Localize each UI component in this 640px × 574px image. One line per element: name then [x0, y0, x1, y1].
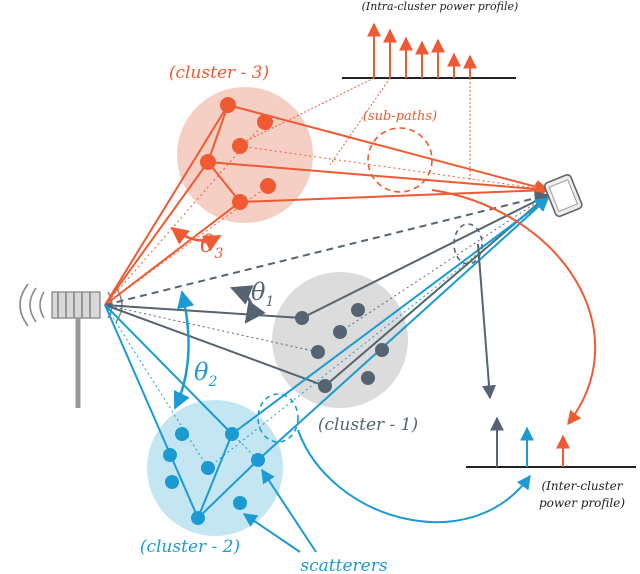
theta-2-arc — [173, 290, 195, 410]
cluster-3-label: (cluster - 3) — [169, 63, 269, 83]
intra-profile-plot — [342, 22, 516, 79]
theta-3-arc — [170, 226, 222, 252]
scatterer — [318, 379, 332, 393]
scatterer — [233, 496, 247, 510]
scatterer — [257, 114, 273, 130]
scatterer — [375, 343, 389, 357]
theta-3-label: θ3 — [200, 230, 223, 262]
scatterer — [260, 178, 276, 194]
cluster-3-region — [177, 87, 313, 223]
scatterer — [232, 138, 248, 154]
scatterer — [200, 154, 216, 170]
cluster-1-ring — [453, 223, 483, 265]
sub-paths-label: (sub-paths) — [363, 109, 437, 124]
scatterers-label: scatterers — [300, 556, 387, 574]
theta-1-label: θ1 — [251, 278, 274, 310]
scatterer — [165, 475, 179, 489]
scatterer — [191, 511, 205, 525]
scatterer — [351, 303, 365, 317]
scatterer — [225, 427, 239, 441]
mobile-phone-icon — [543, 174, 583, 218]
scatterer — [175, 427, 189, 441]
theta-1-arc — [230, 285, 266, 324]
cluster-1-label: (cluster - 1) — [318, 415, 418, 435]
sub-path-guides — [237, 77, 471, 180]
scatterer — [163, 448, 177, 462]
scatterers-pointers — [242, 468, 317, 553]
cluster-1-feedback-arrow — [477, 243, 496, 400]
cluster-3-feedback-arrow — [431, 189, 597, 426]
scatterer — [361, 371, 375, 385]
scatterer — [201, 461, 215, 475]
cluster-2-feedback-arrow — [297, 429, 531, 524]
sub-paths-ring — [367, 127, 433, 193]
scatterer — [311, 345, 325, 359]
cluster-2-ring — [257, 393, 299, 443]
scatterer — [232, 194, 248, 210]
cluster-1-scatterers — [295, 303, 389, 393]
scatterer — [295, 311, 309, 325]
intra-profile-title: (Intra-cluster power profile) — [362, 0, 519, 13]
scatterer — [333, 325, 347, 339]
scatterer — [251, 453, 265, 467]
cluster-1-region — [272, 272, 408, 408]
scatterer — [220, 97, 236, 113]
theta-2-label: θ2 — [194, 358, 217, 390]
cluster-2-label: (cluster - 2) — [140, 537, 240, 557]
cluster-2-scatterers — [163, 427, 265, 525]
inter-profile-plot — [466, 416, 636, 468]
